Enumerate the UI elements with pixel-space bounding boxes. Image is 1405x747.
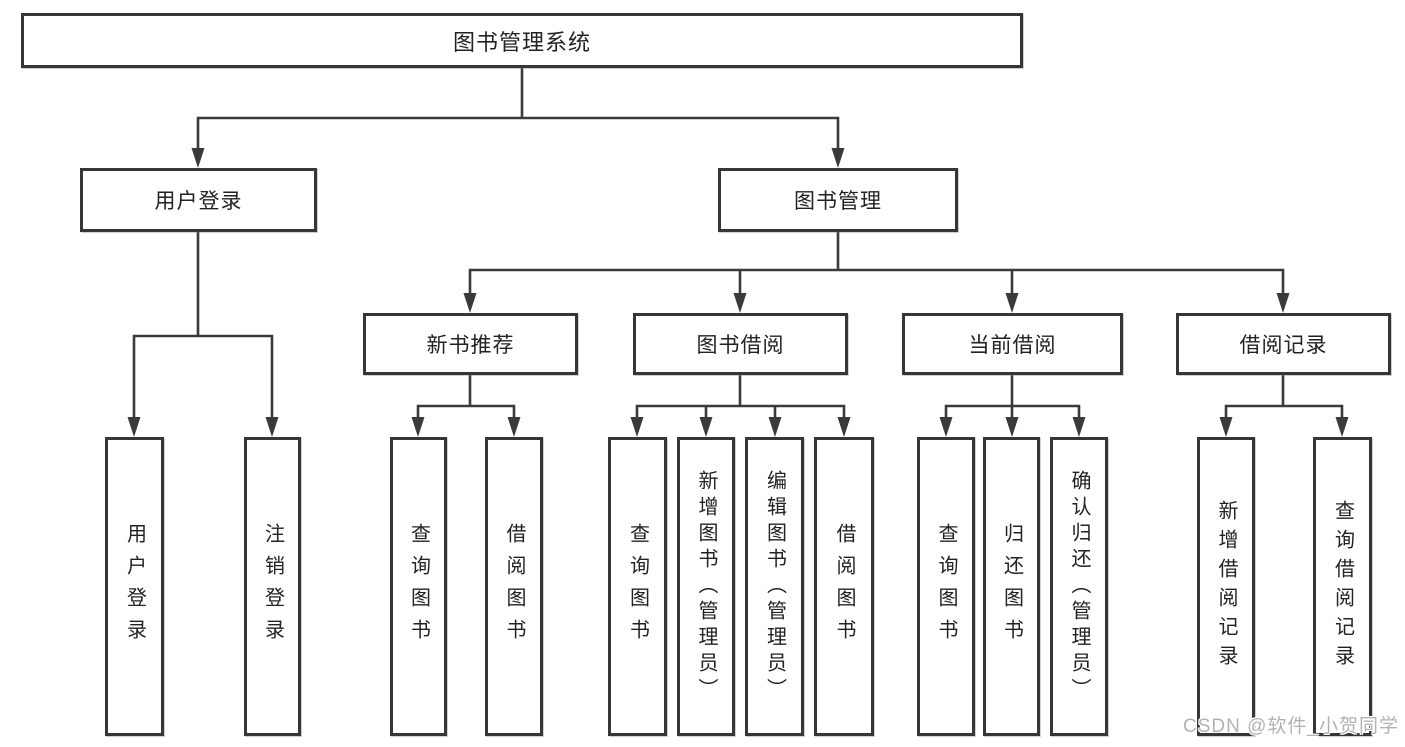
leaf-query-books-borrow: 查询图书 — [608, 437, 667, 736]
leaf-query-borrow-record: 查询借阅记录 — [1313, 437, 1372, 736]
leaf-return-book: 归还图书 — [983, 437, 1040, 736]
node-label: 新书推荐 — [426, 334, 515, 357]
leaf-label: 查询借阅记录 — [1331, 499, 1354, 674]
node-label: 图书管理系统 — [452, 29, 591, 55]
node-library-management-system: 图书管理系统 — [21, 13, 1023, 68]
node-user-login: 用户登录 — [80, 168, 317, 232]
leaf-label: 新增借阅记录 — [1215, 499, 1237, 674]
node-label: 当前借阅 — [968, 334, 1057, 357]
node-book-borrowing: 图书借阅 — [633, 313, 848, 375]
leaf-label: 查询图书 — [935, 522, 957, 651]
leaf-label: 编辑图书（管理员） — [763, 469, 786, 704]
leaf-label: 查询图书 — [626, 522, 649, 651]
node-label: 借阅记录 — [1239, 334, 1328, 357]
leaf-user-login: 用户登录 — [105, 437, 164, 736]
leaf-logout: 注销登录 — [244, 437, 301, 736]
leaf-add-borrow-record: 新增借阅记录 — [1197, 437, 1255, 736]
node-label: 用户登录 — [154, 190, 243, 213]
node-borrowing-records: 借阅记录 — [1176, 313, 1391, 375]
leaf-label: 查询图书 — [407, 522, 430, 651]
leaf-borrow-books: 借阅图书 — [814, 437, 874, 736]
leaf-confirm-return-admin: 确认归还（管理员） — [1050, 437, 1108, 736]
node-current-borrowing: 当前借阅 — [902, 313, 1123, 375]
leaf-label: 确认归还（管理员） — [1068, 469, 1090, 704]
node-label: 图书管理 — [794, 190, 882, 213]
leaf-label: 借阅图书 — [503, 522, 525, 651]
leaf-borrow-books-recommend: 借阅图书 — [485, 437, 543, 736]
node-new-book-recommendation: 新书推荐 — [363, 313, 578, 375]
leaf-edit-book-admin: 编辑图书（管理员） — [745, 437, 804, 736]
csdn-watermark: CSDN @软件_小贺同学 — [1183, 716, 1399, 737]
node-book-management: 图书管理 — [718, 168, 958, 232]
node-label: 图书借阅 — [696, 334, 785, 357]
leaf-query-books-recommend: 查询图书 — [390, 437, 447, 736]
leaf-label: 借阅图书 — [833, 522, 855, 651]
leaf-label: 注销登录 — [261, 522, 284, 651]
leaf-query-books-current: 查询图书 — [917, 437, 975, 736]
leaf-add-book-admin: 新增图书（管理员） — [677, 437, 735, 736]
leaf-label: 归还图书 — [1000, 522, 1023, 651]
leaf-label: 新增图书（管理员） — [695, 469, 717, 704]
leaf-label: 用户登录 — [123, 522, 146, 651]
